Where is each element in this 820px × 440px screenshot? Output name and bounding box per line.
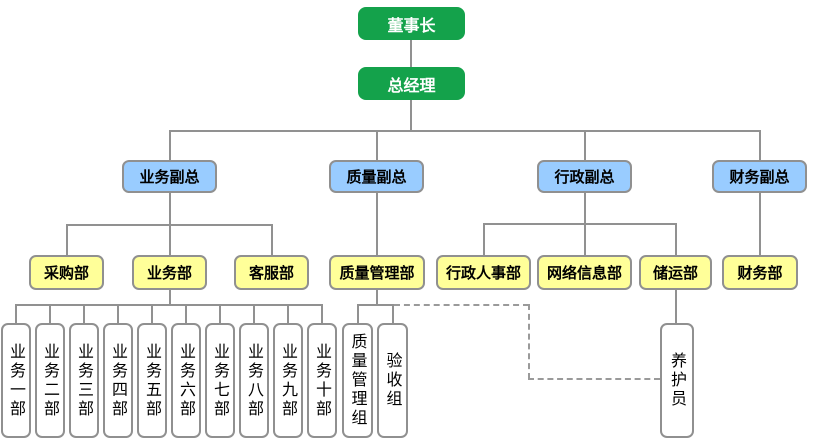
node-team-business-6: 业务六部 xyxy=(171,323,201,438)
connector-line xyxy=(15,304,17,323)
connector-line xyxy=(83,304,85,323)
node-dept-quality-management: 质量管理部 xyxy=(329,255,425,290)
connector-line xyxy=(483,223,485,255)
connector-line xyxy=(15,304,323,306)
node-vp-business: 业务副总 xyxy=(122,160,217,193)
node-team-business-4: 业务四部 xyxy=(103,323,133,438)
node-team-maintenance-staff: 养护员 xyxy=(660,323,694,438)
node-general-manager: 总经理 xyxy=(358,67,465,100)
node-team-acceptance-group: 验收组 xyxy=(377,323,408,438)
node-team-business-8: 业务八部 xyxy=(239,323,269,438)
node-dept-admin-hr: 行政人事部 xyxy=(436,255,531,290)
connector-line xyxy=(219,304,221,323)
connector-line xyxy=(675,223,677,255)
connector-line xyxy=(392,304,394,323)
connector-line xyxy=(759,130,761,160)
connector-line xyxy=(117,304,119,323)
connector-line xyxy=(169,224,171,255)
connector-line xyxy=(287,304,289,323)
node-team-business-7: 业务七部 xyxy=(205,323,235,438)
node-vp-admin: 行政副总 xyxy=(537,160,632,193)
connector-line xyxy=(584,130,586,160)
connector-line xyxy=(151,304,153,323)
node-team-business-10: 业务十部 xyxy=(307,323,337,438)
connector-line xyxy=(271,224,273,255)
node-dept-storage-transport: 储运部 xyxy=(639,255,712,290)
node-vp-quality: 质量副总 xyxy=(329,160,424,193)
connector-line xyxy=(483,223,677,225)
connector-line xyxy=(321,304,323,323)
connector-line xyxy=(410,40,412,67)
connector-line xyxy=(410,100,412,132)
connector-line xyxy=(49,304,51,323)
connector-line xyxy=(169,290,171,306)
node-dept-purchasing: 采购部 xyxy=(29,255,104,290)
node-dept-finance: 财务部 xyxy=(722,255,798,290)
connector-line xyxy=(357,304,394,306)
node-dept-network-info: 网络信息部 xyxy=(537,255,632,290)
node-team-business-3: 业务三部 xyxy=(69,323,99,438)
node-chairman: 董事长 xyxy=(358,7,465,40)
node-team-business-2: 业务二部 xyxy=(35,323,65,438)
node-team-business-5: 业务五部 xyxy=(137,323,167,438)
connector-line xyxy=(376,290,378,306)
node-team-business-9: 业务九部 xyxy=(273,323,303,438)
connector-line xyxy=(357,304,359,323)
connector-line xyxy=(376,192,378,255)
connector-dashed-line xyxy=(528,304,530,379)
node-vp-finance: 财务副总 xyxy=(712,160,807,193)
connector-line xyxy=(759,192,761,255)
node-dept-customer-service: 客服部 xyxy=(234,255,309,290)
connector-line xyxy=(584,192,586,225)
connector-line xyxy=(169,130,171,160)
connector-line xyxy=(185,304,187,323)
connector-line xyxy=(169,192,171,226)
connector-line xyxy=(376,130,378,160)
node-team-business-1: 业务一部 xyxy=(1,323,31,438)
connector-dashed-line xyxy=(528,378,660,380)
connector-dashed-line xyxy=(394,304,529,306)
connector-line xyxy=(169,130,761,132)
connector-line xyxy=(66,224,68,255)
node-team-quality-management-group: 质量管理组 xyxy=(342,323,373,438)
connector-line xyxy=(253,304,255,323)
connector-line xyxy=(584,223,586,255)
connector-line xyxy=(675,290,677,323)
node-dept-business: 业务部 xyxy=(132,255,207,290)
